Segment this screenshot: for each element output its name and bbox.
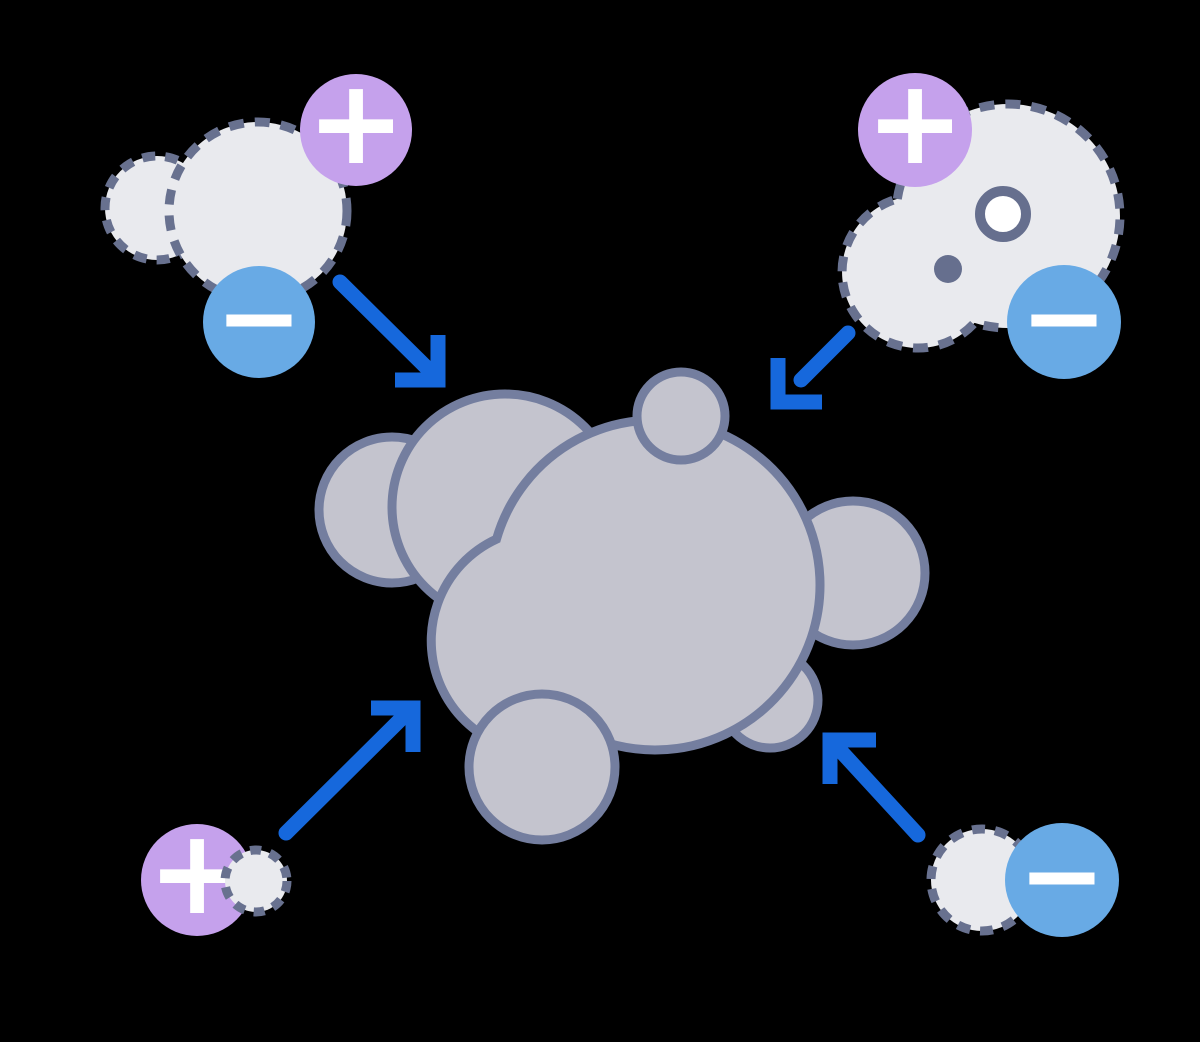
negative-charge-badge: [1005, 823, 1119, 937]
arrow-bottom-left: [278, 700, 421, 841]
arrow-top-right: [770, 325, 856, 410]
negative-charge-badge: [1007, 265, 1121, 379]
aggregate-lobe-top-icon: [632, 367, 730, 465]
arrow-top-left: [332, 274, 446, 388]
negative-charge-symbol: −: [215, 256, 302, 378]
atom-circle-tiny-icon: [220, 845, 292, 917]
molecule-top-left: + −: [100, 53, 412, 378]
positive-charge-symbol: +: [866, 53, 965, 191]
arrow-shaft: [332, 274, 438, 379]
arrow-head-icon: [395, 335, 446, 388]
arrow-shaft: [830, 740, 926, 843]
particle-aggregate: [314, 367, 930, 845]
molecule-bottom-right: −: [926, 814, 1119, 937]
positive-charge-badge: [300, 74, 412, 186]
negative-charge-symbol: −: [1020, 256, 1107, 378]
positive-charge-symbol: +: [307, 53, 406, 191]
molecule-top-right: + −: [837, 53, 1125, 379]
arrow-shaft: [793, 325, 856, 388]
electron-ring-icon: [975, 186, 1031, 242]
negative-charge-symbol: −: [1018, 814, 1105, 936]
arrow-shaft: [278, 708, 412, 841]
electron-dot-icon: [934, 255, 962, 283]
arrow-head-icon: [371, 700, 421, 752]
positive-charge-badge: [858, 73, 972, 187]
molecule-bottom-left: +: [141, 803, 292, 941]
negative-charge-badge: [203, 266, 315, 378]
arrow-head-icon: [822, 732, 876, 784]
arrow-bottom-right: [822, 732, 926, 843]
arrow-head-icon: [770, 358, 822, 410]
positive-charge-badge: [141, 824, 253, 936]
aggregate-lobe-bottom-icon: [464, 689, 620, 845]
